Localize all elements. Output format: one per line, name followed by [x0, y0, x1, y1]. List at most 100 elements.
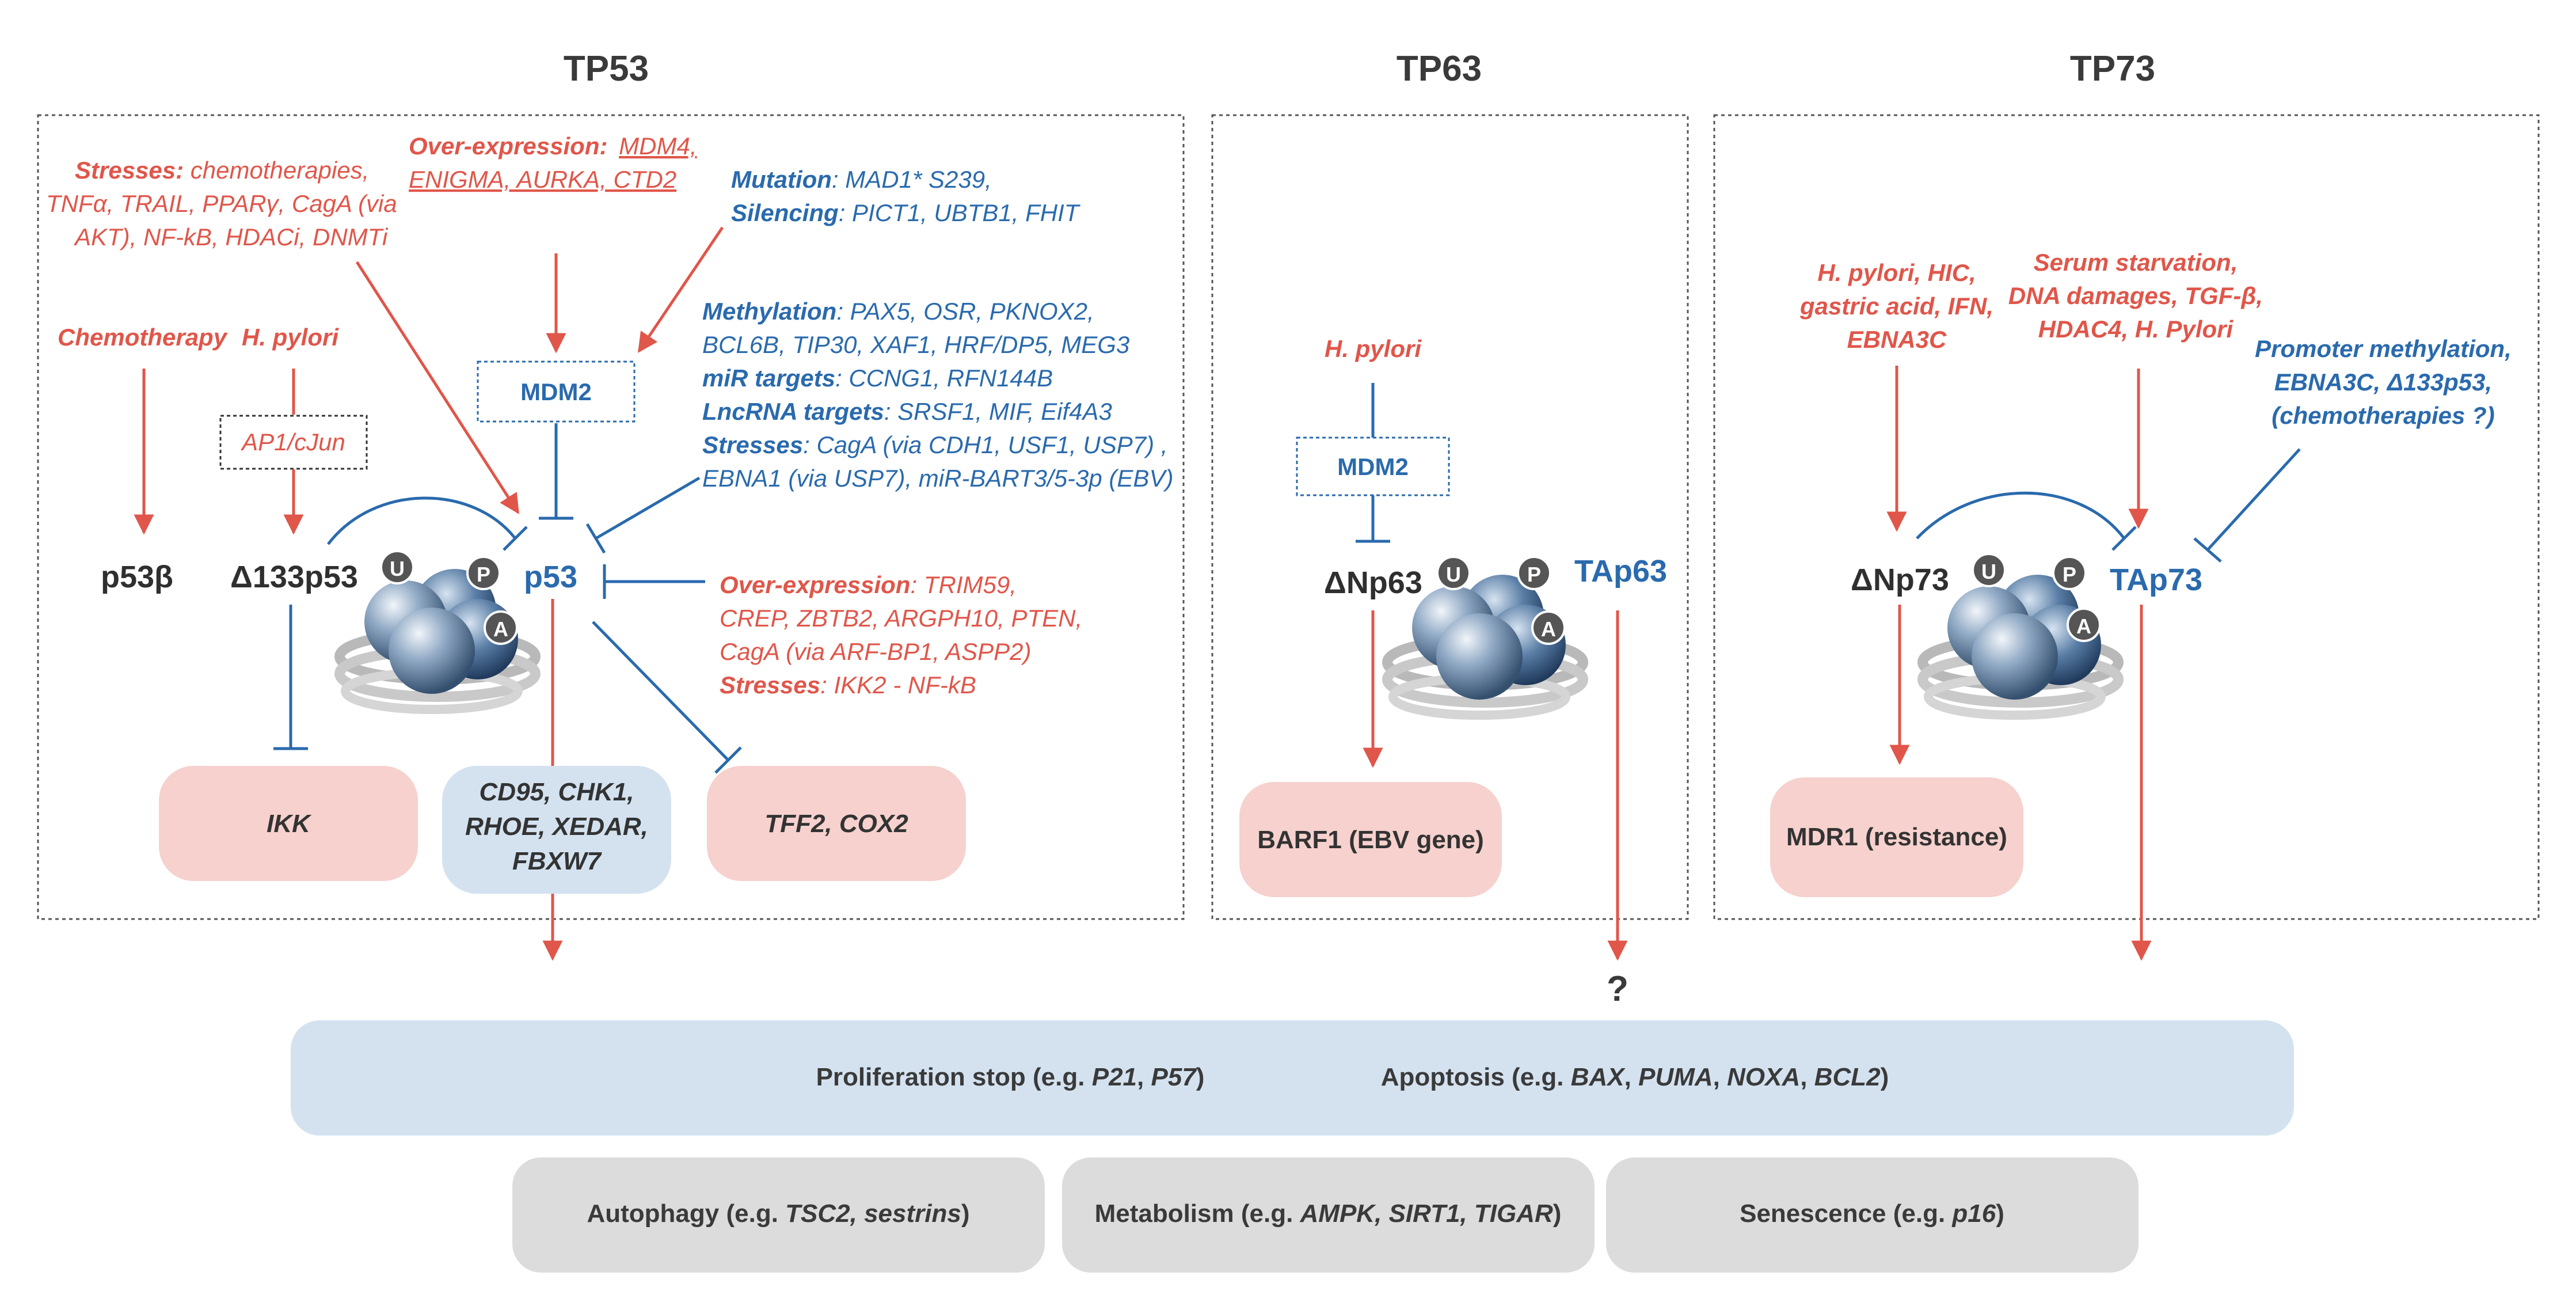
- mir-label: miR targets: [702, 365, 835, 392]
- methylation-inhibits-tap73: [2193, 448, 2301, 563]
- proliferation-stop-text: Proliferation stop (e.g. P21, P57): [816, 1063, 1205, 1091]
- stresses3-label: Stresses: [720, 671, 820, 698]
- tp73-mid-line-1: Serum starvation,: [2034, 249, 2238, 276]
- mdm2-box-tp53: [477, 360, 636, 423]
- stresses-to-p53-arrow: [355, 261, 520, 514]
- tff2-label: TFF2, COX2: [764, 810, 908, 838]
- d133-inhibits-p53-arc: [327, 496, 528, 551]
- metabolism-text: Metabolism (e.g. AMPK, SIRT1, TIGAR): [1095, 1199, 1562, 1228]
- svg-text:U: U: [1446, 563, 1461, 586]
- barf1-box: [1239, 782, 1502, 897]
- tp73-left-line-2: gastric acid, IFN,: [1799, 293, 1993, 320]
- targets-line-3: FBXW7: [512, 847, 603, 875]
- stresses3-value: : IKK2 - NF-kB: [820, 671, 976, 698]
- silencing-label: Silencing: [731, 199, 839, 226]
- stresses-label: Stresses:: [75, 157, 184, 184]
- tap63-label: TAp63: [1574, 554, 1667, 589]
- mdm2-inhibits-dnp63: [1356, 495, 1390, 543]
- overexpression-label: Over-expression:: [409, 132, 607, 160]
- lnc-label: LncRNA targets: [702, 398, 884, 425]
- methylation-line-2: BCL6B, TIP30, XAF1, HRF/DP5, MEG3: [702, 331, 1129, 358]
- tp73-panel: [1713, 114, 2540, 920]
- overexpression-item-2: ENIGMA, AURKA, CTD2: [409, 166, 676, 193]
- targets-line-1: CD95, CHK1,: [480, 778, 634, 806]
- hpylori-label: H. pylori: [242, 324, 339, 351]
- tp53-panel: [37, 114, 1185, 920]
- svg-text:miR targets: CCNG1, RFN144B: miR targets: CCNG1, RFN144B: [702, 365, 1053, 392]
- tp73-acetyl-badge: A: [2067, 608, 2101, 642]
- lnc-value: : SRSF1, MIF, Eif4A3: [884, 398, 1112, 425]
- svg-text:P: P: [2063, 563, 2076, 586]
- svg-text:Stresses: CagA (via CDH1, USF1: Stresses: CagA (via CDH1, USF1, USP7) ,: [702, 431, 1167, 458]
- methylation-label: Methylation: [702, 298, 836, 325]
- p73-protein-illustration: [1923, 575, 2118, 715]
- tp53-title: TP53: [564, 49, 649, 89]
- mdr1-box: [1770, 777, 2023, 897]
- svg-text:A: A: [2076, 614, 2091, 638]
- overexp2-line-3: CagA (via ARF-BP1, ASPP2): [720, 638, 1032, 665]
- p53-inhibits-tff2: [592, 621, 742, 774]
- tp73-ubiquitin-badge: U: [1972, 553, 2006, 587]
- p53beta-label: p53β: [101, 560, 173, 594]
- svg-text:Methylation: PAX5, OSR, PKNOX2: Methylation: PAX5, OSR, PKNOX2,: [702, 298, 1094, 325]
- svg-text:Over-expression: TRIM59,: Over-expression: TRIM59,: [720, 571, 1017, 598]
- mdm2-label-tp53: MDM2: [520, 378, 592, 405]
- autophagy-box: [512, 1157, 1045, 1273]
- tp63-ubiquitin-badge: U: [1436, 556, 1471, 590]
- stresses2-line-2: EBNA1 (via USP7), miR-BART3/5-3p (EBV): [702, 465, 1173, 492]
- tp73-left-line-1: H. pylori, HIC,: [1817, 259, 1976, 286]
- overexp2-line-1: : TRIM59,: [911, 571, 1017, 598]
- tap73-label: TAp73: [2110, 563, 2202, 597]
- stresses-line-3: AKT), NF-kB, HDACi, DNMTi: [73, 223, 389, 250]
- chemotherapy-label: Chemotherapy: [58, 324, 229, 351]
- senescence-text: Senescence (e.g. p16): [1740, 1199, 2004, 1228]
- dnp63-label: ΔNp63: [1324, 565, 1422, 600]
- tp63-panel: [1211, 114, 1689, 920]
- svg-text:U: U: [1981, 560, 1996, 583]
- mutation-label: Mutation: [731, 166, 832, 193]
- overexp2-line-2: CREP, ZBTB2, ARGPH10, PTEN,: [720, 605, 1082, 632]
- overexp2-inhibits-p53: [603, 564, 705, 599]
- svg-text:Stresses: chemotherapies,: Stresses: chemotherapies,: [75, 157, 369, 184]
- ikk-box: [159, 766, 418, 881]
- svg-text:Over-expression: MDM4,: Over-expression: MDM4,: [409, 132, 697, 160]
- svg-text:A: A: [1541, 617, 1556, 641]
- svg-text:Silencing: PICT1, UBTB1, FHIT: Silencing: PICT1, UBTB1, FHIT: [731, 199, 1081, 226]
- svg-text:A: A: [493, 617, 508, 641]
- stresses2-line-1: : CagA (via CDH1, USF1, USP7) ,: [803, 431, 1167, 458]
- p53-label: p53: [524, 560, 577, 594]
- acetyl-badge: A: [484, 610, 518, 645]
- svg-text:P: P: [477, 563, 490, 586]
- d133p53-label: Δ133p53: [230, 560, 358, 594]
- tp73-mid-line-3: HDAC4, H. Pylori: [2038, 316, 2234, 343]
- dnp73-inhibits-tap73-arc: [1916, 491, 2137, 551]
- svg-text:U: U: [390, 557, 405, 580]
- tp73-phospho-badge: P: [2052, 556, 2087, 590]
- mdm2-label-tp63: MDM2: [1337, 453, 1409, 480]
- tp63-title: TP63: [1397, 49, 1482, 89]
- mdm2-inhibits-p53: [539, 423, 573, 520]
- mutation-to-mdm2-arrow: [637, 226, 724, 353]
- mutation-value: : MAD1* S239,: [832, 166, 992, 193]
- barf1-label: BARF1 (EBV gene): [1257, 826, 1484, 854]
- svg-text:Stresses: IKK2 - NF-kB: Stresses: IKK2 - NF-kB: [720, 671, 976, 698]
- overexpression-item-1: MDM4,: [619, 132, 697, 160]
- metabolism-box: [1062, 1157, 1595, 1273]
- apoptosis-text: Apoptosis (e.g. BAX, PUMA, NOXA, BCL2): [1381, 1063, 1889, 1091]
- tp73-right-line-2: EBNA3C, Δ133p53,: [2274, 369, 2492, 396]
- mir-value: : CCNG1, RFN144B: [835, 365, 1053, 392]
- stresses2-label: Stresses: [702, 431, 803, 458]
- methylation-line-1: : PAX5, OSR, PKNOX2,: [836, 298, 1094, 325]
- stresses-line-1: chemotherapies,: [184, 157, 369, 184]
- stresses-line-2: TNFα, TRAIL, PPARγ, CagA (via: [46, 190, 397, 217]
- dnp73-label: ΔNp73: [1851, 563, 1949, 597]
- p53-targets-box: [442, 766, 671, 894]
- tp73-right-line-1: Promoter methylation,: [2255, 335, 2512, 362]
- svg-text:LncRNA targets: SRSF1, MIF, Ei: LncRNA targets: SRSF1, MIF, Eif4A3: [702, 398, 1112, 425]
- outcomes-blue-bar: [291, 1020, 2294, 1136]
- senescence-box: [1606, 1157, 2139, 1273]
- tff2-box: [707, 766, 966, 881]
- phospho-badge: P: [466, 556, 501, 590]
- d133-inhibits-ikk: [273, 605, 308, 750]
- tp73-right-line-3: (chemotherapies ?): [2271, 402, 2494, 429]
